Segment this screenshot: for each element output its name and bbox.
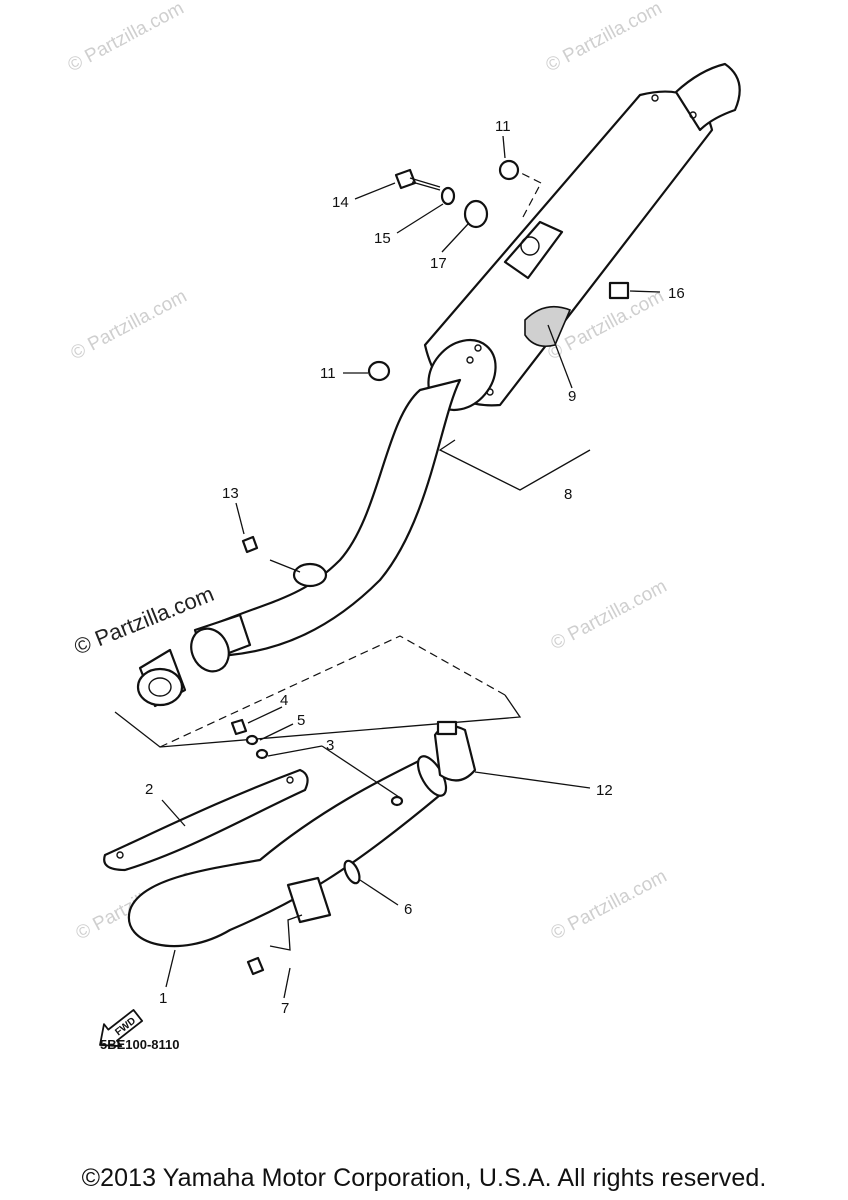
callout-4: 4	[280, 692, 288, 709]
muffler	[423, 62, 741, 412]
callouts: 11 14 15 17 16 11 9 8 13 4 5 3 2 12 6 1 …	[145, 118, 685, 1017]
callout-6: 6	[404, 901, 412, 918]
callout-2: 2	[145, 781, 153, 798]
assembly-outline	[114, 171, 591, 748]
exhaust-pipe	[190, 378, 462, 673]
diagram-code: 5BE100-8110	[100, 1037, 180, 1052]
callout-12: 12	[596, 782, 613, 799]
callout-15: 15	[374, 230, 391, 247]
callout-5: 5	[297, 712, 305, 729]
exhaust-protector	[103, 768, 309, 872]
callout-3: 3	[326, 737, 334, 754]
copyright-notice: ©2013 Yamaha Motor Corporation, U.S.A. A…	[81, 1164, 767, 1192]
watermark: © Partzilla.com	[547, 866, 670, 945]
callout-14: 14	[332, 194, 349, 211]
callout-11-mid: 11	[320, 365, 336, 382]
callout-7: 7	[281, 1000, 289, 1017]
watermark: © Partzilla.com	[547, 576, 670, 655]
sleeve	[136, 648, 187, 708]
exhaust-header	[127, 755, 448, 948]
callout-16: 16	[668, 285, 685, 302]
callout-11-top: 11	[495, 118, 511, 135]
leader-lines	[161, 135, 661, 999]
exhaust-clamp	[433, 720, 477, 782]
watermark: © Partzilla.com	[542, 0, 665, 76]
watermark: © Partzilla.com	[64, 0, 187, 76]
watermark: © Partzilla.com	[67, 286, 190, 365]
callout-17: 17	[430, 255, 447, 272]
callout-13: 13	[222, 485, 239, 502]
callout-9: 9	[568, 388, 576, 405]
fasteners	[230, 159, 630, 976]
callout-1: 1	[159, 990, 167, 1007]
callout-8: 8	[564, 486, 572, 503]
